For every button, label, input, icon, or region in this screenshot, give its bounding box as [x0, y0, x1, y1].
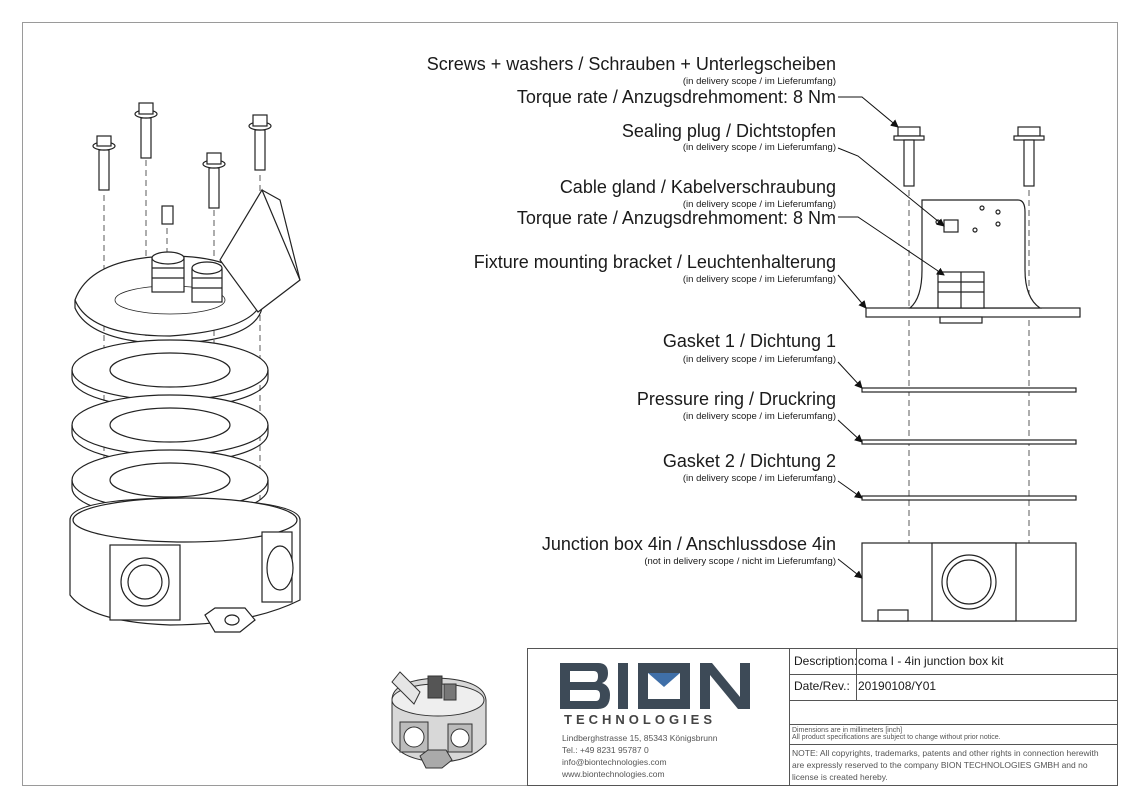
- description-value: coma I - 4in junction box kit: [858, 654, 1004, 668]
- spec-note: All product specifications are subject t…: [792, 734, 1001, 741]
- label-gland-scope: (in delivery scope / im Lieferumfang): [682, 199, 836, 210]
- bion-logo: [560, 663, 750, 709]
- daterev-value: 20190108/Y01: [858, 679, 937, 693]
- label-ring-scope: (in delivery scope / im Lieferumfang): [682, 411, 836, 422]
- side-gasket-1: [861, 387, 1077, 393]
- dims-note: Dimensions are in millimeters [inch]: [792, 727, 903, 734]
- isometric-view: [69, 102, 301, 633]
- label-screws-title: Screws + washers / Schrauben + Unterlegs…: [426, 54, 836, 74]
- label-plug-title: Sealing plug / Dichtstopfen: [621, 121, 836, 141]
- label-gland-title: Cable gland / Kabelverschraubung: [559, 177, 836, 197]
- label-gasket1-title: Gasket 1 / Dichtung 1: [662, 331, 836, 351]
- label-gasket2-title: Gasket 2 / Dichtung 2: [662, 451, 836, 471]
- copyright-note: NOTE: All copyrights, trademarks, patent…: [792, 748, 1099, 782]
- company-web: www.biontechnologies.com: [562, 769, 665, 779]
- label-box-title: Junction box 4in / Anschlussdose 4in: [541, 534, 836, 554]
- company-email: info@biontechnologies.com: [562, 757, 667, 767]
- label-screws-scope: (in delivery scope / im Lieferumfang): [682, 76, 836, 87]
- iso-junction-box: [69, 497, 301, 633]
- company-phone: Tel.: +49 8231 95787 0: [562, 745, 649, 755]
- side-view: [861, 126, 1081, 622]
- side-junction-box: [861, 542, 1077, 622]
- side-pressure-ring: [861, 439, 1077, 445]
- company-address: Lindberghstrasse 15, 85343 Königsbrunn: [562, 733, 718, 743]
- label-plug-scope: (in delivery scope / im Lieferumfang): [682, 142, 836, 153]
- iso-screw: [92, 102, 272, 209]
- daterev-label: Date/Rev.:: [794, 679, 850, 693]
- label-box-scope: (not in delivery scope / nicht im Liefer…: [644, 556, 836, 567]
- label-ring-title: Pressure ring / Druckring: [636, 389, 836, 409]
- daterev-row: Date/Rev.: 20190108/Y01: [790, 674, 1117, 701]
- side-gasket-2: [861, 495, 1077, 501]
- label-bracket-title: Fixture mounting bracket / Leuchtenhalte…: [473, 252, 836, 272]
- label-screws-torque: Torque rate / Anzugsdrehmoment: 8 Nm: [516, 87, 836, 107]
- iso-gasket-1: [71, 339, 269, 401]
- label-gasket1-scope: (in delivery scope / im Lieferumfang): [682, 354, 836, 365]
- leader-lines: [837, 96, 945, 579]
- side-bracket: [865, 199, 1081, 324]
- label-gland-torque: Torque rate / Anzugsdrehmoment: 8 Nm: [516, 208, 836, 228]
- logo-technologies: TECHNOLOGIES: [564, 712, 717, 727]
- iso-pressure-ring: [71, 394, 269, 456]
- side-screw: [893, 126, 1045, 187]
- description-row: Description: coma I - 4in junction box k…: [790, 649, 1117, 675]
- label-bracket-scope: (in delivery scope / im Lieferumfang): [682, 274, 836, 285]
- label-gasket2-scope: (in delivery scope / im Lieferumfang): [682, 473, 836, 484]
- description-label: Description:: [794, 654, 858, 668]
- iso-plug: [161, 205, 174, 225]
- title-block: TECHNOLOGIES Lindberghstrasse 15, 85343 …: [527, 648, 1118, 786]
- product-thumbnail: [391, 671, 487, 769]
